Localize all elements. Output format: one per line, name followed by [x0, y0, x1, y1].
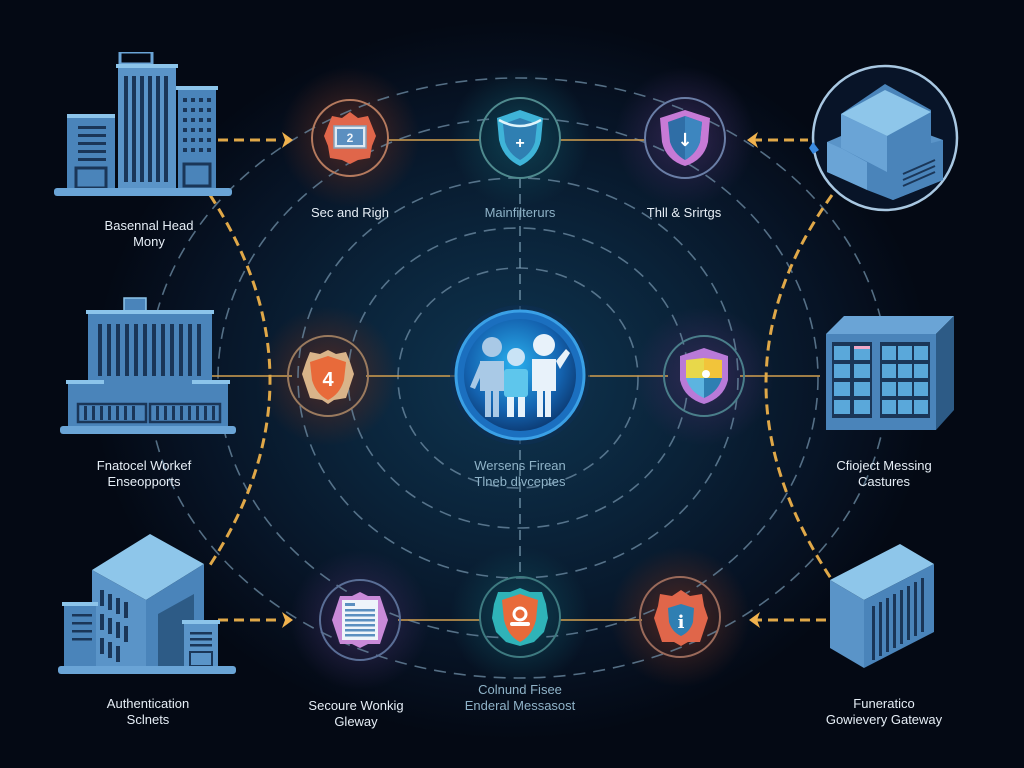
svg-text:4: 4: [322, 369, 334, 391]
label-line: Enseopports: [107, 474, 181, 489]
label-line: Wersens Firean: [474, 458, 566, 473]
hub-label: Wersens Firean Tlneb dlvceptes: [474, 458, 566, 490]
people-group-icon: [470, 334, 570, 417]
server-box-icon: [809, 64, 959, 212]
datacenter-tower-icon: [830, 544, 934, 668]
svg-text:+: +: [515, 135, 524, 152]
office-buildings-icon: [54, 52, 232, 196]
label-line: Enderal Messasost: [464, 698, 576, 713]
label-line: Gleway: [334, 714, 378, 729]
label-line: Sec and Righ: [310, 205, 390, 220]
shield-info-icon: i: [654, 590, 708, 646]
label-line: Basennal Head: [104, 218, 194, 233]
endpoint-label-top-left: Basennal Head Mony: [105, 218, 194, 250]
shield-number-icon: 4: [302, 350, 354, 404]
endpoint-label-mid-right: Cfioject Messing Castures: [836, 458, 931, 490]
endpoint-label-bottom-right: Funeratico Gowievery Gateway: [826, 696, 942, 728]
office-tower-icon: [58, 534, 236, 674]
label-line: Funeratico: [853, 696, 915, 711]
document-list-icon: [332, 592, 388, 648]
svg-text:i: i: [678, 612, 685, 633]
security-label-top-right: Thll & Srirtgs: [647, 205, 721, 221]
label-line: Fnatocel Workef: [96, 458, 192, 473]
endpoint-label-mid-left: Fnatocel Workef Enseopports: [97, 458, 191, 490]
svg-text:↓: ↓: [677, 130, 692, 151]
shield-user-icon: [492, 588, 548, 646]
label-line: Secoure Wonkig: [308, 698, 404, 713]
security-label-top-left: Sec and Righ: [311, 205, 389, 221]
monitor-badge-icon: 2: [324, 112, 376, 164]
security-label-bottom-center: Colnund Fisee Enderal Messasost: [465, 682, 576, 714]
label-line: Authentication: [106, 696, 190, 711]
shield-plus-icon: +: [497, 110, 543, 166]
label-line: Gowievery Gateway: [825, 712, 943, 727]
label-line: Castures: [857, 474, 911, 489]
security-label-bottom-left: Secoure Wonkig Gleway: [308, 698, 403, 730]
endpoint-label-bottom-left: Authentication Sclnets: [107, 696, 189, 728]
label-line: Mony: [133, 234, 165, 249]
security-label-top-center: Mainfilterurs: [485, 205, 556, 221]
label-line: Thll & Srirtgs: [646, 205, 722, 220]
label-line: Cfioject Messing: [836, 458, 932, 473]
government-building-icon: [60, 297, 236, 434]
label-line: Sclnets: [126, 712, 170, 727]
svg-text:2: 2: [347, 131, 354, 145]
data-rack-icon: [826, 316, 954, 430]
label-line: Colnund Fisee: [478, 682, 562, 697]
shield-quadrant-icon: [680, 348, 728, 404]
label-line: Tlneb dlvceptes: [474, 474, 566, 489]
label-line: Mainfilterurs: [484, 205, 556, 220]
shield-download-icon: ↓: [660, 110, 710, 166]
